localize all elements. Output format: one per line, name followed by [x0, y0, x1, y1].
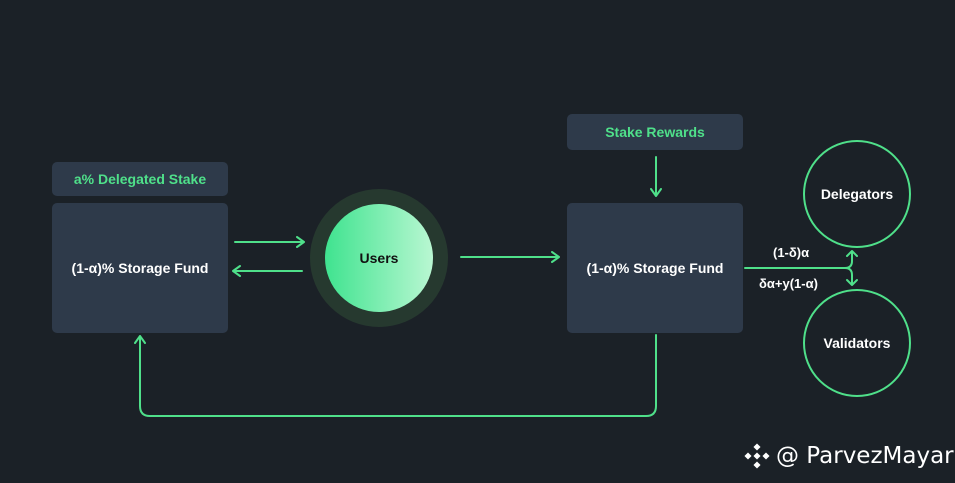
stake-rewards-tag: Stake Rewards: [567, 114, 743, 150]
delegated-stake-tag: a% Delegated Stake: [52, 162, 228, 196]
arrow-return-loop: [134, 334, 657, 417]
arrow-fund-to-users: [234, 236, 305, 248]
validators-node: Validators: [803, 289, 911, 397]
delegator-share-label: (1-δ)α: [773, 245, 810, 260]
arrow-fund-to-validators: [844, 267, 858, 286]
watermark-text: @ ParvezMayar: [776, 443, 954, 469]
validator-share-label: δα+y(1-α): [759, 276, 818, 291]
left-storage-fund-box: (1-α)% Storage Fund: [52, 203, 228, 333]
arrow-rewards-to-fund: [650, 156, 662, 197]
arrow-users-to-fund: [232, 265, 303, 277]
arrow-users-to-right-fund: [460, 251, 560, 263]
right-storage-fund-box: (1-α)% Storage Fund: [567, 203, 743, 333]
delegators-node: Delegators: [803, 140, 911, 248]
binance-logo-icon: [744, 443, 770, 469]
users-node: Users: [325, 204, 433, 312]
watermark: @ ParvezMayar: [744, 443, 954, 469]
